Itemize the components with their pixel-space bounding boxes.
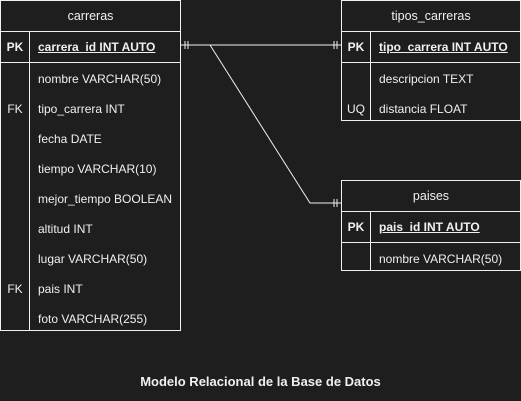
key-column-divider (29, 31, 30, 330)
key-badge: PK (347, 220, 365, 234)
table-row[interactable]: lugar VARCHAR(50) (1, 244, 180, 274)
fields-section: descripcion TEXT UQ distancia FLOAT (342, 63, 520, 124)
field-label: fecha DATE (38, 132, 102, 146)
table-row[interactable]: tiempo VARCHAR(10) (1, 154, 180, 184)
key-badge: UQ (347, 102, 365, 116)
table-title: paises (342, 181, 520, 212)
table-row[interactable]: nombre VARCHAR(50) (342, 244, 520, 274)
table-tipos-carreras[interactable]: tipos_carreras PK tipo_carrera INT AUTO … (341, 0, 521, 121)
table-row[interactable]: PK pais_id INT AUTO (342, 212, 520, 242)
field-label: nombre VARCHAR(50) (379, 252, 503, 266)
key-badge: FK (7, 102, 23, 116)
key-column-divider (370, 31, 371, 120)
field-label: foto VARCHAR(255) (38, 312, 148, 326)
table-row[interactable]: FK pais INT (1, 274, 180, 304)
field-label: lugar VARCHAR(50) (38, 252, 148, 266)
field-label: altitud INT (38, 222, 93, 236)
diagram-caption: Modelo Relacional de la Base de Datos (140, 374, 381, 389)
fields-section: nombre VARCHAR(50) (342, 243, 520, 274)
field-label: tipo_carrera INT AUTO (379, 40, 508, 54)
table-row[interactable]: nombre VARCHAR(50) (1, 64, 180, 94)
table-row[interactable]: UQ distancia FLOAT (342, 94, 520, 124)
field-label: pais INT (38, 282, 83, 296)
table-title: tipos_carreras (342, 1, 520, 32)
field-label: pais_id INT AUTO (379, 220, 480, 234)
fields-section: nombre VARCHAR(50) FK tipo_carrera INT f… (1, 63, 180, 334)
table-row[interactable]: FK tipo_carrera INT (1, 94, 180, 124)
table-title: carreras (1, 1, 180, 32)
key-column-divider (370, 211, 371, 270)
table-row[interactable]: altitud INT (1, 214, 180, 244)
table-row[interactable]: PK carrera_id INT AUTO (1, 32, 180, 62)
field-label: distancia FLOAT (379, 102, 468, 116)
table-row[interactable]: PK tipo_carrera INT AUTO (342, 32, 520, 62)
table-row[interactable]: fecha DATE (1, 124, 180, 154)
table-row[interactable]: mejor_tiempo BOOLEAN (1, 184, 180, 214)
primary-key-section: PK carrera_id INT AUTO (1, 32, 180, 63)
primary-key-section: PK tipo_carrera INT AUTO (342, 32, 520, 63)
table-row[interactable]: descripcion TEXT (342, 64, 520, 94)
key-badge: FK (7, 282, 23, 296)
key-badge: PK (6, 40, 24, 54)
primary-key-section: PK pais_id INT AUTO (342, 212, 520, 243)
field-label: tipo_carrera INT (38, 102, 125, 116)
field-label: mejor_tiempo BOOLEAN (38, 192, 173, 206)
relation-carreras-paises (209, 44, 341, 204)
key-badge: PK (347, 40, 365, 54)
field-label: carrera_id INT AUTO (38, 40, 156, 54)
field-label: nombre VARCHAR(50) (38, 72, 162, 86)
table-carreras[interactable]: carreras PK carrera_id INT AUTO nombre V… (0, 0, 181, 331)
table-paises[interactable]: paises PK pais_id INT AUTO nombre VARCHA… (341, 180, 521, 271)
field-label: descripcion TEXT (379, 72, 474, 86)
table-row[interactable]: foto VARCHAR(255) (1, 304, 180, 334)
field-label: tiempo VARCHAR(10) (38, 162, 157, 176)
